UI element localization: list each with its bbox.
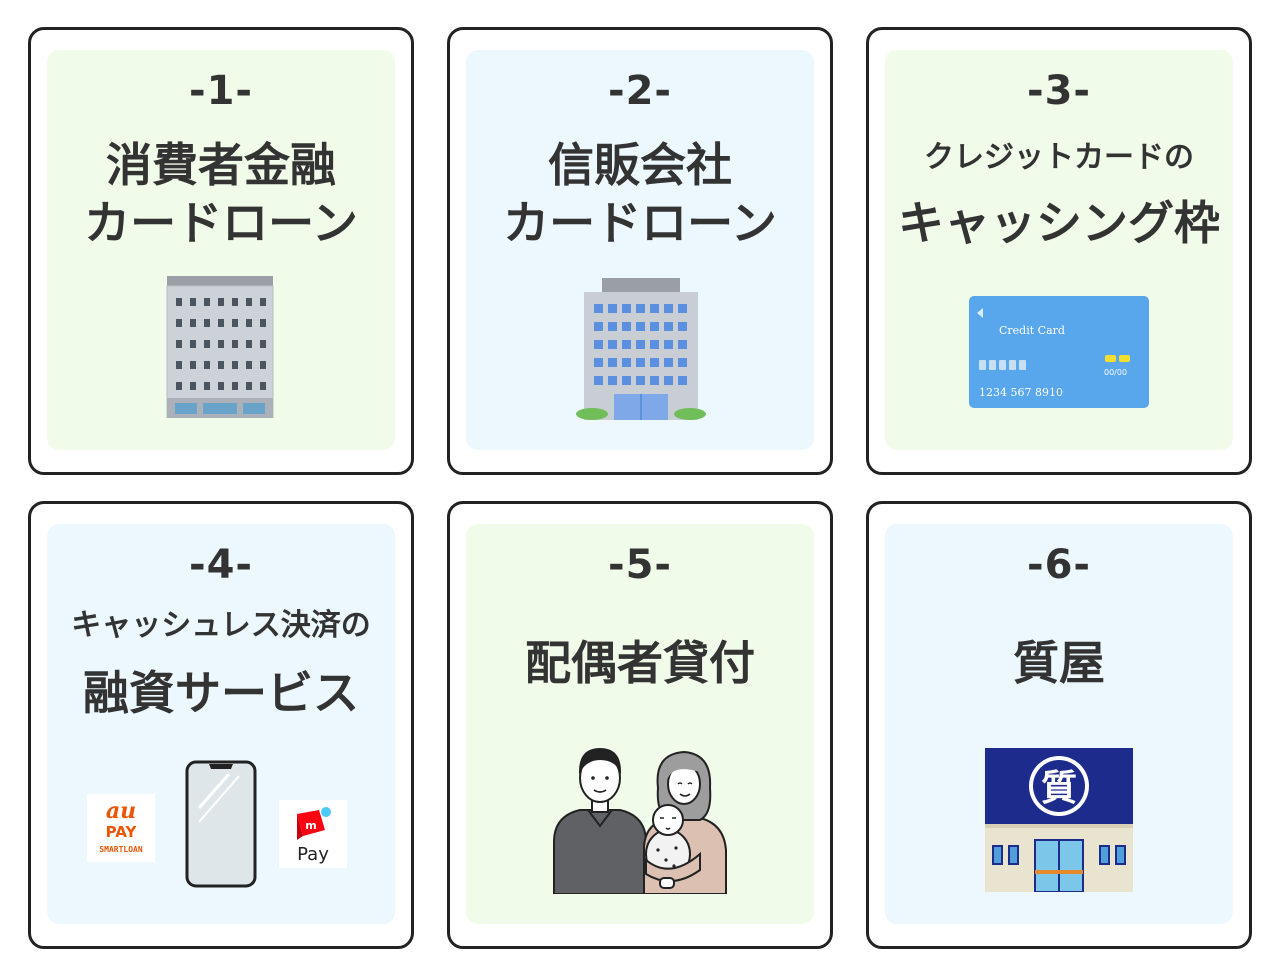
card-panel: -3- クレジットカードの キャッシング枠 Credit Card 00/00 … (885, 50, 1233, 450)
card-panel: -4- キャッシュレス決済の 融資サービス au PAY SMARTLOAN m… (47, 524, 395, 924)
card-title-line2: 融資サービス (83, 666, 359, 720)
pawn-shop-icon: 質 (985, 748, 1133, 892)
card-credit-company: -2- 信販会社 カードローン (447, 27, 833, 475)
card-title-line2: カードローン (503, 196, 777, 250)
svg-text:質: 質 (1041, 768, 1077, 809)
svg-text:Pay: Pay (297, 844, 329, 865)
card-number: -5- (607, 542, 673, 588)
svg-text:PAY: PAY (106, 823, 138, 841)
card-title-line1: キャッシュレス決済の (71, 608, 371, 643)
card-panel: -5- 配偶者貸付 (466, 524, 814, 924)
card-number: -3- (1026, 68, 1092, 114)
card-number: -4- (188, 542, 254, 588)
au-pay-smartloan-logo: au PAY SMARTLOAN (87, 794, 155, 862)
card-title-line1: 質屋 (1013, 636, 1105, 690)
card-number: -2- (607, 68, 673, 114)
card-panel: -2- 信販会社 カードローン (466, 50, 814, 450)
card-title-line2: キャッシング枠 (898, 196, 1220, 250)
card-title-line1: 消費者金融 (106, 138, 336, 192)
svg-text:au: au (106, 798, 136, 824)
card-title-line2: カードローン (84, 196, 358, 250)
merpay-logo: m Pay (279, 800, 347, 868)
card-title-line1: 配偶者貸付 (525, 636, 755, 690)
svg-text:Credit Card: Credit Card (999, 324, 1065, 337)
card-number: -6- (1026, 542, 1092, 588)
credit-card-icon: Credit Card 00/00 1234 567 8910 (969, 296, 1149, 408)
card-number: -1- (188, 68, 254, 114)
card-spouse-loan: -5- 配偶者貸付 (447, 501, 833, 949)
smartphone-icon (185, 760, 257, 888)
card-cashless-loan: -4- キャッシュレス決済の 融資サービス au PAY SMARTLOAN m… (28, 501, 414, 949)
office-tower-icon (576, 278, 706, 420)
card-panel: -1- 消費者金融 カードローン (47, 50, 395, 450)
svg-text:SMARTLOAN: SMARTLOAN (99, 845, 143, 854)
svg-text:m: m (305, 819, 316, 832)
family-illustration-icon (553, 748, 727, 894)
card-credit-card-cashing: -3- クレジットカードの キャッシング枠 Credit Card 00/00 … (866, 27, 1252, 475)
card-title-line1: 信販会社 (548, 138, 732, 192)
svg-text:00/00: 00/00 (1104, 368, 1127, 377)
card-consumer-finance: -1- 消費者金融 カードローン (28, 27, 414, 475)
svg-text:1234 567 8910: 1234 567 8910 (979, 386, 1063, 399)
card-pawn-shop: -6- 質屋 質 (866, 501, 1252, 949)
card-title-line1: クレジットカードの (924, 140, 1194, 175)
card-panel: -6- 質屋 質 (885, 524, 1233, 924)
office-building-icon (166, 276, 274, 418)
